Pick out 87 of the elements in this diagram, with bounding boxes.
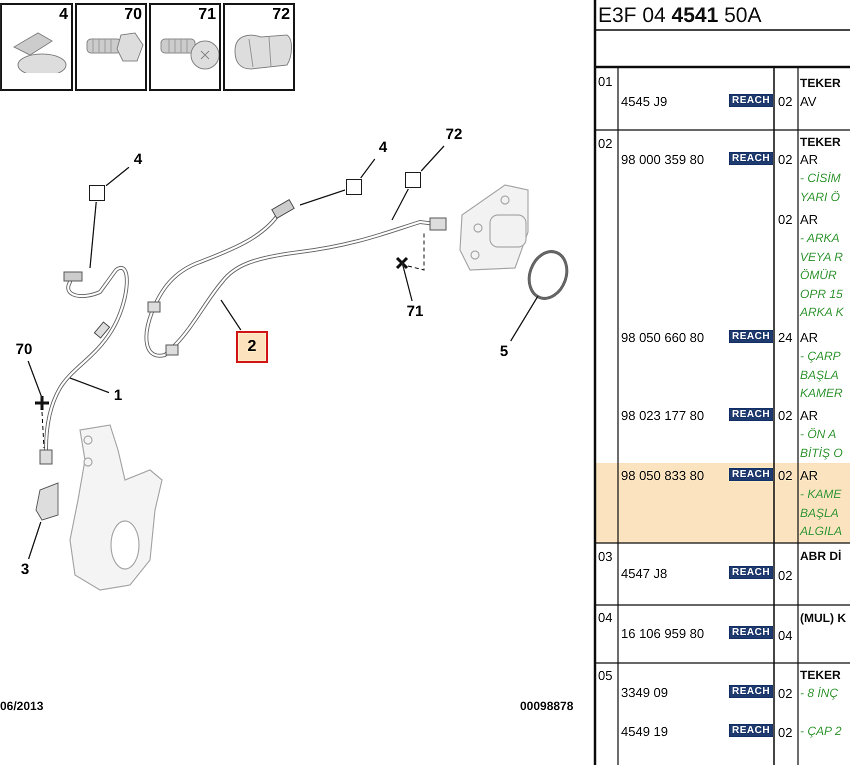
catalog-reference-heading: E3F 04 4541 50A xyxy=(598,4,762,28)
table-text: AR xyxy=(800,468,818,484)
callout-number: 71 xyxy=(401,302,429,322)
part-note: - ARKA VEYA R ÖMÜR OPR 15 ARKA K xyxy=(800,230,845,321)
leader-line xyxy=(89,202,97,268)
callout-number: 4 xyxy=(130,150,146,170)
part-thumbnail-card xyxy=(0,3,73,91)
part-description: TEKER xyxy=(800,667,841,683)
callout-number: 4 xyxy=(375,138,391,158)
leader-line xyxy=(28,360,43,398)
table-text: 04 xyxy=(598,610,612,626)
part-thumbnail-card xyxy=(149,3,221,91)
table-text: AR xyxy=(800,152,818,168)
marker-square xyxy=(89,185,105,201)
table-text: AR xyxy=(800,212,818,228)
callout-number: 70 xyxy=(10,340,38,360)
table-text: 02 xyxy=(778,152,792,168)
regulation-badge: REACH xyxy=(729,468,774,481)
sensor-bracket-drawing xyxy=(35,482,60,521)
footer-code: 06/2013 xyxy=(0,698,44,714)
leader-line xyxy=(106,166,130,186)
table-text: 3349 09 xyxy=(621,685,668,701)
regulation-badge: REACH xyxy=(729,685,774,698)
table-text: 98 000 359 80 xyxy=(621,152,704,168)
table-text: 02 xyxy=(778,725,792,741)
table-text: 4549 19 xyxy=(621,724,668,740)
part-description: ABR Dİ xyxy=(800,548,842,564)
leader-line xyxy=(360,158,376,178)
table-text: 02 xyxy=(778,686,792,702)
part-description: TEKER xyxy=(800,75,841,91)
table-text: 02 xyxy=(778,408,792,424)
regulation-badge: REACH xyxy=(729,566,774,579)
table-text: 05 xyxy=(598,668,612,684)
part-note: - 8 İNÇ xyxy=(800,685,840,702)
table-text: 02 xyxy=(778,94,792,110)
regulation-badge: REACH xyxy=(729,152,774,165)
table-text: 01 xyxy=(598,74,612,90)
callout-number: 3 xyxy=(17,560,33,580)
table-text: AV xyxy=(800,94,816,110)
regulation-badge: REACH xyxy=(729,408,774,421)
marker-square xyxy=(405,172,421,188)
table-text: 4547 J8 xyxy=(621,566,668,582)
part-note: - KAME BAŞLA ALGILA xyxy=(800,486,844,540)
regulation-badge: REACH xyxy=(729,94,774,107)
marker-square xyxy=(346,179,362,195)
callout-number: 71 xyxy=(198,6,216,24)
part-description: (MUL) K xyxy=(800,610,846,626)
callout-number: 72 xyxy=(440,125,468,145)
regulation-badge: REACH xyxy=(729,330,774,343)
highlighted-callout-number: 2 xyxy=(236,331,268,363)
callout-number: 70 xyxy=(124,6,142,24)
leader-line xyxy=(300,189,346,206)
part-thumbnail-card xyxy=(75,3,147,91)
leader-line xyxy=(401,262,413,302)
regulation-badge: REACH xyxy=(729,626,774,639)
table-text: 4545 J9 xyxy=(621,94,668,110)
regulation-badge: REACH xyxy=(729,724,774,737)
leader-line xyxy=(220,300,242,330)
leader-line xyxy=(391,188,409,220)
leader-line xyxy=(70,377,110,394)
table-text: 02 xyxy=(778,212,792,228)
part-note: - CİSİM YARI Ö xyxy=(800,170,842,206)
callout-number: 5 xyxy=(496,342,512,362)
part-description: TEKER xyxy=(800,134,841,150)
table-text: AR xyxy=(800,330,818,346)
table-text: 98 023 177 80 xyxy=(621,408,704,424)
part-thumbnail-card xyxy=(223,3,295,91)
table-text: 98 050 660 80 xyxy=(621,330,704,346)
table-text: 02 xyxy=(598,136,612,152)
leader-line xyxy=(28,522,42,560)
part-note: - ÇARP BAŞLA KAMER xyxy=(800,348,844,402)
table-text: 98 050 833 80 xyxy=(621,468,704,484)
callout-number: 1 xyxy=(110,386,126,406)
table-text: 02 xyxy=(778,568,792,584)
leader-line xyxy=(510,296,539,342)
table-text: 16 106 959 80 xyxy=(621,626,704,642)
callout-number: 4 xyxy=(59,6,68,24)
table-text: 03 xyxy=(598,549,612,565)
callout-number: 72 xyxy=(272,6,290,24)
table-text: 02 xyxy=(778,468,792,484)
footer-code: 00098878 xyxy=(520,698,574,714)
part-note: - ÖN A BİTİŞ O xyxy=(800,426,844,462)
part-note: - ÇAP 2 xyxy=(800,723,843,740)
table-text: 24 xyxy=(778,330,792,346)
table-text: AR xyxy=(800,408,818,424)
leader-line xyxy=(420,146,444,172)
table-text: 04 xyxy=(778,628,792,644)
